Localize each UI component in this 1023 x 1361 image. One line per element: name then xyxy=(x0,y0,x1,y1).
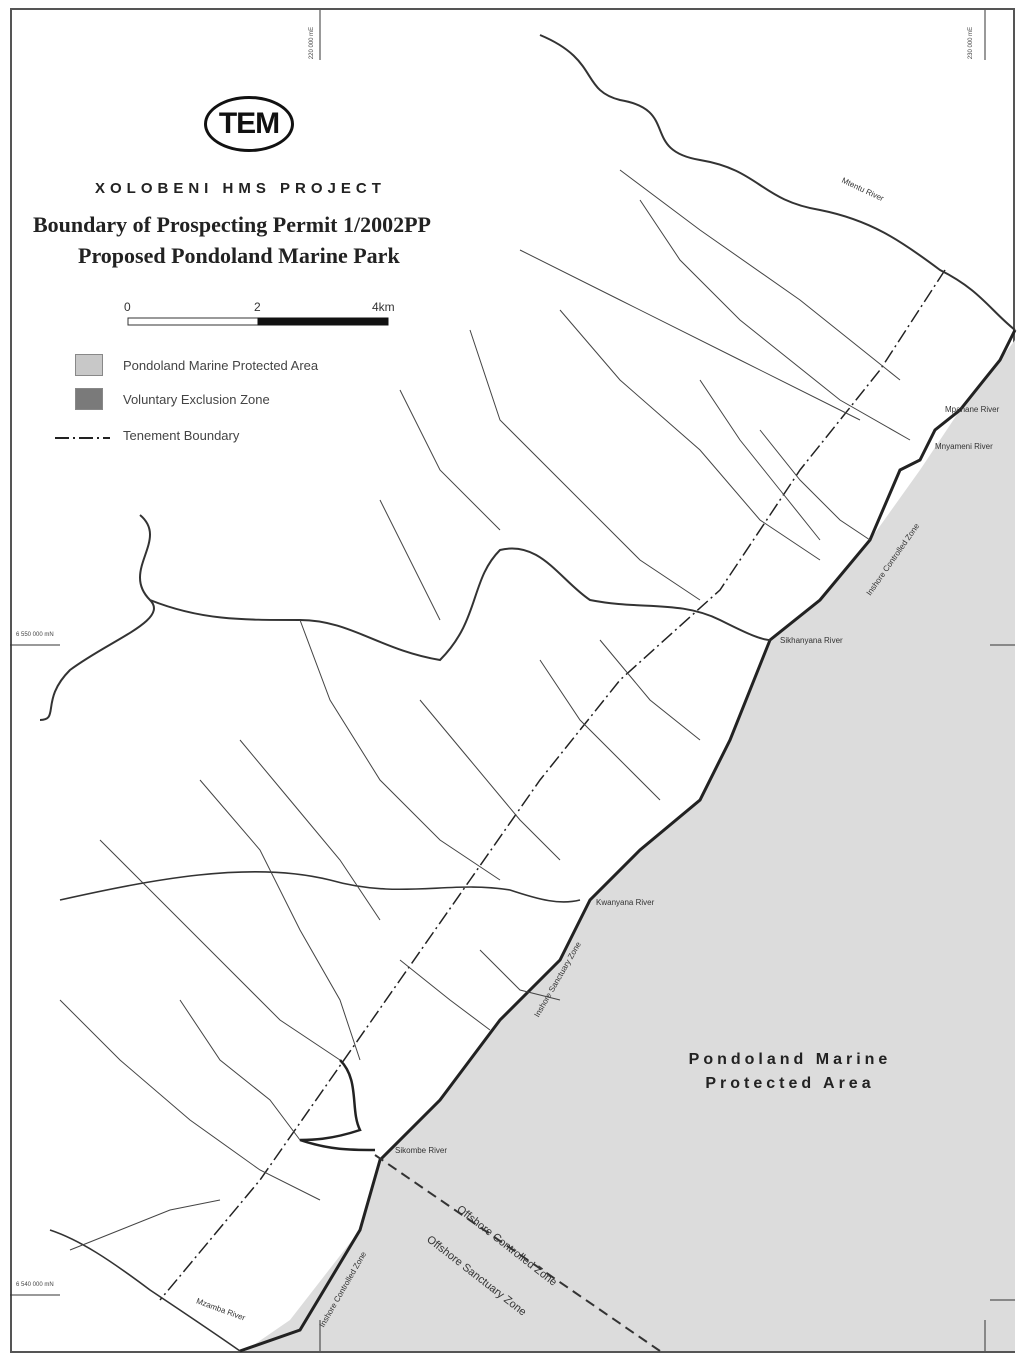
legend-swatch-light xyxy=(75,354,103,376)
scale-tick-0: 0 xyxy=(124,300,131,314)
mzamba-river xyxy=(49,1229,241,1352)
tenement-boundary-line xyxy=(159,269,946,1301)
project-name: XOLOBENI HMS PROJECT xyxy=(95,180,386,197)
map-title-line2: Proposed Pondoland Marine Park xyxy=(78,243,400,268)
sea-area-line2: Protected Area xyxy=(705,1075,875,1092)
scale-tick-4km: 4km xyxy=(372,300,395,314)
coastline xyxy=(239,329,1017,1353)
mtentu-river xyxy=(539,34,1016,331)
tem-logo: TEM xyxy=(204,96,294,152)
river-label-sikhanyana: Sikhanyana River xyxy=(780,636,843,645)
legend-item-tenement-boundary: Tenement Boundary xyxy=(123,428,239,443)
river-label-kwanyana: Kwanyana River xyxy=(596,898,655,907)
scale-bar xyxy=(127,317,389,326)
legend-label: Tenement Boundary xyxy=(123,428,240,443)
sea-area-label: Pondoland Marine Protected Area xyxy=(655,1048,925,1096)
map-title-line1: Boundary of Prospecting Permit 1/2002PP xyxy=(33,212,431,237)
tributary-network xyxy=(59,169,911,1251)
grid-label-n-bottom: 6 540 000 mN xyxy=(16,1282,54,1288)
grid-ticks xyxy=(10,10,1015,1351)
grid-label-n-top: 6 550 000 mN xyxy=(16,632,54,638)
sikombe-river xyxy=(299,1059,376,1152)
grid-label-e-left: 220 000 mE xyxy=(309,26,316,60)
river-label-mnyameni: Mnyameni River xyxy=(935,442,993,451)
legend-label: Voluntary Exclusion Zone xyxy=(123,391,270,407)
legend-item-exclusion-zone: Voluntary Exclusion Zone xyxy=(75,388,270,410)
legend-item-marine-protected-area: Pondoland Marine Protected Area xyxy=(75,354,318,376)
river-label-sikombe: Sikombe River xyxy=(395,1146,448,1155)
grid-label-e-right: 230 000 mE xyxy=(968,26,975,60)
marine-protected-area xyxy=(245,340,1015,1351)
logo-text: TEM xyxy=(218,107,280,140)
legend-label: Pondoland Marine Protected Area xyxy=(123,357,319,373)
mnyameni-river xyxy=(39,514,771,721)
sea-area-line1: Pondoland Marine xyxy=(688,1051,892,1068)
river-label-mpahane: Mpahane River xyxy=(945,405,1000,414)
scale-tick-2: 2 xyxy=(254,300,261,314)
legend-swatch-dark xyxy=(75,388,103,410)
kwanyana-river xyxy=(59,870,581,903)
offshore-zone-boundary xyxy=(374,1154,661,1352)
